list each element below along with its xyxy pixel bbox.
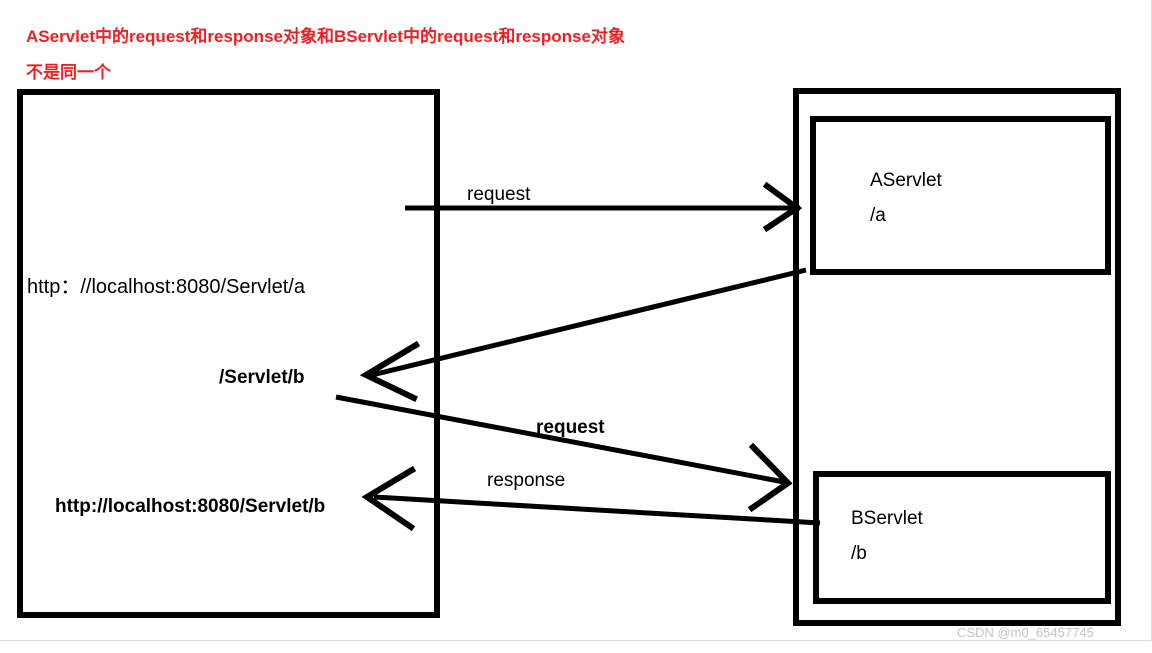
arrow-label-request-mid: request bbox=[536, 417, 605, 438]
arrow-label-request-top: request bbox=[467, 184, 531, 205]
title-line-1: AServlet中的request和response对象和BServlet中的r… bbox=[26, 27, 625, 46]
label-bservlet-path: /b bbox=[851, 543, 867, 564]
label-url-a: http：//localhost:8080/Servlet/a bbox=[27, 276, 305, 298]
label-aservlet-name: AServlet bbox=[870, 170, 942, 191]
label-url-b: http://localhost:8080/Servlet/b bbox=[55, 496, 326, 517]
arrow-request-mid bbox=[335, 394, 793, 513]
bservlet-box bbox=[813, 471, 1111, 604]
browser-client-box bbox=[17, 89, 440, 618]
arrow-request-top bbox=[405, 181, 803, 233]
csdn-watermark: CSDN @m0_65457745 bbox=[957, 625, 1094, 640]
arrow-label-response: response bbox=[487, 470, 566, 491]
label-aservlet-path: /a bbox=[870, 205, 886, 226]
arrow-forward-back bbox=[359, 267, 807, 403]
label-bservlet-name: BServlet bbox=[851, 508, 923, 529]
arrow-response-bottom bbox=[361, 465, 821, 532]
title-line-2: 不是同一个 bbox=[26, 63, 111, 82]
server-container-box bbox=[793, 88, 1121, 626]
label-forward-path: /Servlet/b bbox=[219, 367, 305, 388]
aservlet-box bbox=[810, 116, 1111, 275]
